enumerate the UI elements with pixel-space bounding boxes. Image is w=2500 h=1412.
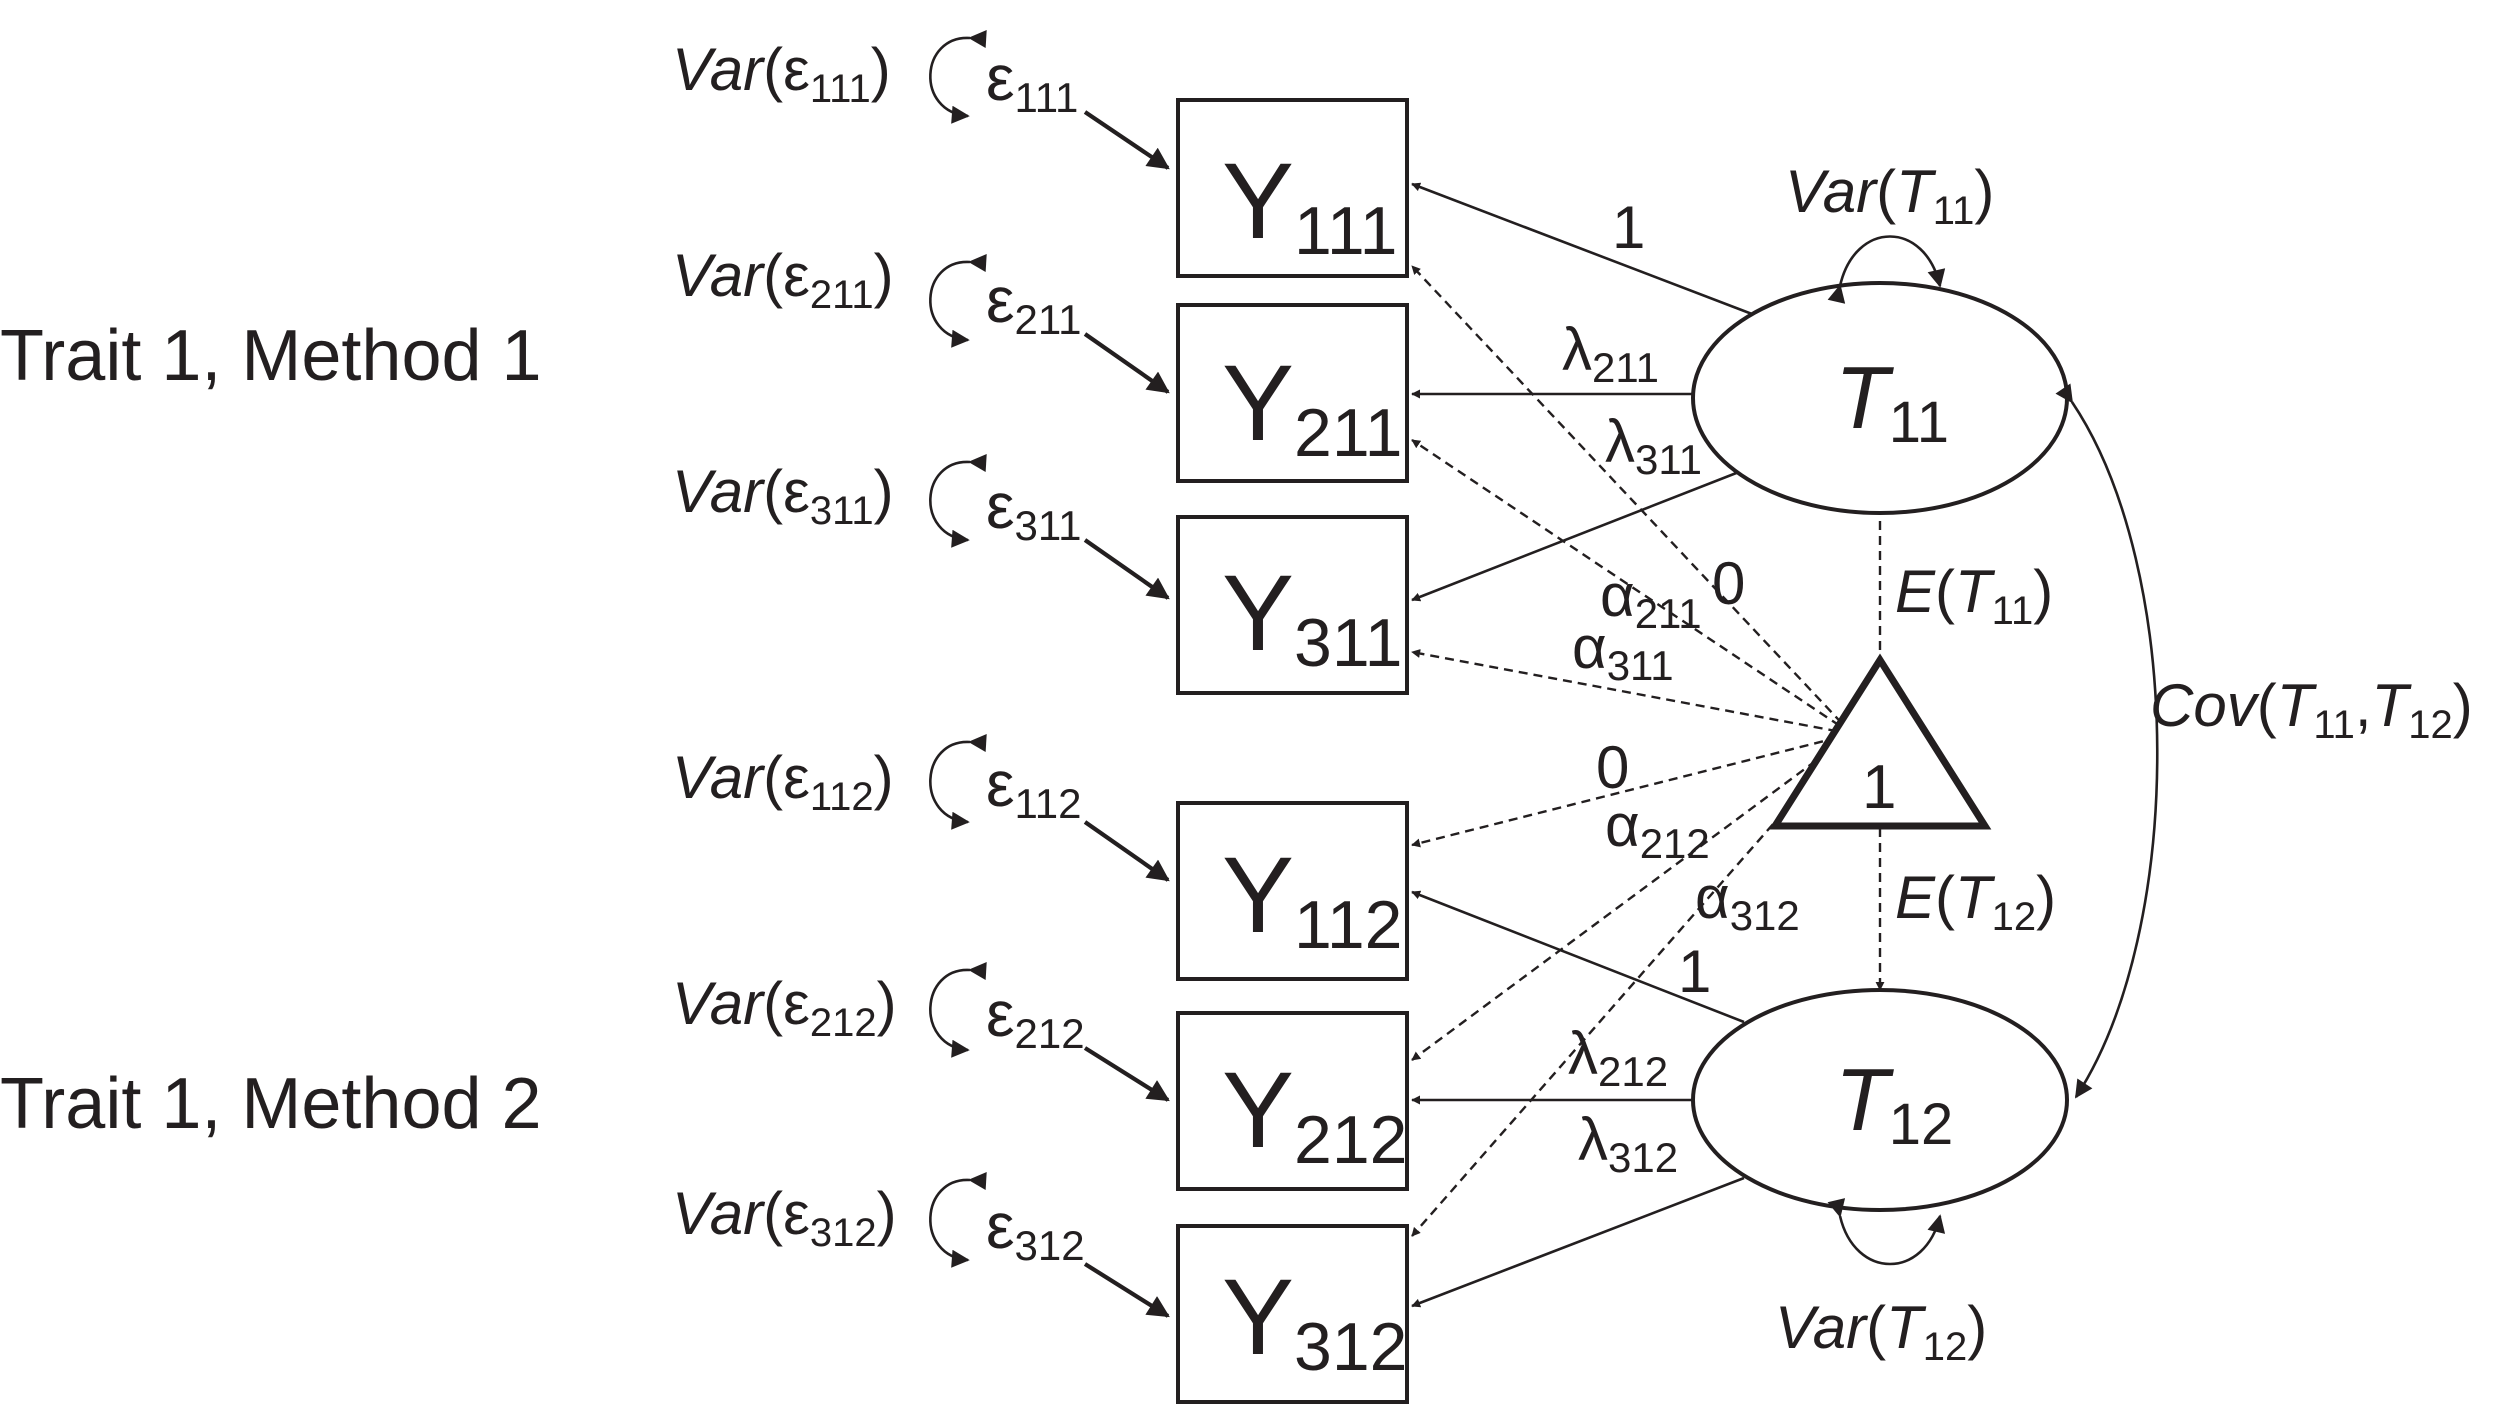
error-variance-label-311: Var(ε311) <box>672 458 894 533</box>
expectation-label-t11: E(T11) <box>1895 558 2053 633</box>
error-variance-label-111: Var(ε111) <box>672 36 891 111</box>
epsilon-label-112: ε112 <box>986 748 1082 827</box>
loading-label-112: 1 <box>1678 938 1711 1005</box>
loading-label-311: λ311 <box>1605 408 1702 483</box>
epsilon-label-212: ε212 <box>986 978 1085 1057</box>
covariance-label: Cov(T11,T12) <box>2150 672 2473 747</box>
indicator-y111-label: Y111 <box>1222 140 1397 269</box>
trait-variance-loop-t12 <box>1827 1198 1946 1266</box>
error-variance-label-211: Var(ε211) <box>672 242 894 317</box>
error-211: Var(ε211) ε211 <box>672 242 1170 394</box>
error-112: Var(ε112) ε112 <box>672 733 1170 882</box>
intercept-path-111 <box>1411 265 1853 735</box>
trait-variance-label-t11: Var(T11) <box>1785 158 1994 233</box>
error-arrow-311 <box>1083 538 1170 600</box>
loading-path-311 <box>1411 468 1745 602</box>
error-variance-loop-312 <box>929 1171 987 1268</box>
error-variance-loop-111 <box>929 29 987 124</box>
group-label-method-1: Trait 1, Method 1 <box>0 316 542 396</box>
loading-label-212: λ212 <box>1568 1020 1668 1095</box>
latent-t11: T11 <box>1691 281 2069 515</box>
error-arrow-111 <box>1083 110 1170 170</box>
indicator-y111: Y111 <box>1176 98 1409 278</box>
epsilon-label-211: ε211 <box>986 264 1082 343</box>
expectation-label-t12: E(T12) <box>1895 864 2056 939</box>
indicator-y212: Y212 <box>1176 1011 1409 1191</box>
latent-t12-label: T12 <box>1835 1050 1953 1157</box>
indicator-y312: Y312 <box>1176 1224 1409 1404</box>
error-arrow-212 <box>1083 1046 1170 1102</box>
indicator-y112: Y112 <box>1176 801 1409 981</box>
indicator-y311: Y311 <box>1176 515 1409 695</box>
intercept-path-211 <box>1411 439 1853 735</box>
error-311: Var(ε311) ε311 <box>672 453 1170 600</box>
loading-label-111: 1 <box>1612 194 1645 261</box>
error-variance-label-112: Var(ε112) <box>672 744 894 819</box>
loading-path-112 <box>1411 890 1745 1024</box>
error-variance-label-212: Var(ε212) <box>672 970 897 1045</box>
epsilon-label-311: ε311 <box>986 470 1082 549</box>
loading-label-211: λ211 <box>1562 316 1659 391</box>
latent-t11-label: T11 <box>1835 348 1949 455</box>
intercept-label-111: 0 <box>1712 550 1745 617</box>
error-variance-loop-311 <box>929 453 987 548</box>
error-arrow-211 <box>1083 332 1170 394</box>
loading-path-312 <box>1411 1176 1745 1308</box>
error-312: Var(ε312) ε312 <box>672 1171 1170 1318</box>
error-arrow-312 <box>1083 1262 1170 1318</box>
indicator-y312-label: Y312 <box>1222 1256 1408 1385</box>
epsilon-label-312: ε312 <box>986 1190 1085 1269</box>
intercept-path-112 <box>1411 732 1853 848</box>
group-label-method-2: Trait 1, Method 2 <box>0 1064 542 1144</box>
loading-paths <box>1411 182 1753 1308</box>
indicator-y311-label: Y311 <box>1222 552 1402 681</box>
indicator-y211: Y211 <box>1176 303 1409 483</box>
constant-triangle: 1 <box>1768 653 1992 830</box>
error-variance-loop-112 <box>929 733 987 830</box>
trait-variance-loop-t11 <box>1827 235 1946 304</box>
error-111: Var(ε111) ε111 <box>672 29 1170 170</box>
covariance-arc <box>2055 383 2159 1099</box>
intercept-label-212: α212 <box>1605 792 1710 867</box>
constant-label: 1 <box>1862 753 1896 822</box>
error-variance-loop-211 <box>929 253 987 348</box>
error-212: Var(ε212) ε212 <box>672 961 1170 1102</box>
intercept-label-112: 0 <box>1596 734 1629 801</box>
trait-variance-label-t12: Var(T12) <box>1775 1294 1987 1369</box>
epsilon-label-111: ε111 <box>986 42 1078 121</box>
error-arrow-112 <box>1083 820 1170 882</box>
intercept-label-211: α211 <box>1600 562 1702 637</box>
intercept-path-212 <box>1411 733 1853 1061</box>
latent-t12: T12 <box>1691 988 2069 1212</box>
intercept-label-312: α312 <box>1695 864 1800 939</box>
error-variance-loop-212 <box>929 961 987 1058</box>
indicator-y211-label: Y211 <box>1222 342 1402 471</box>
intercept-label-311: α311 <box>1572 614 1674 689</box>
indicator-y112-label: Y112 <box>1222 834 1402 963</box>
indicator-y212-label: Y212 <box>1222 1049 1408 1178</box>
error-variance-label-312: Var(ε312) <box>672 1180 897 1255</box>
loading-path-111 <box>1411 182 1753 316</box>
loading-label-312: λ312 <box>1578 1106 1678 1181</box>
